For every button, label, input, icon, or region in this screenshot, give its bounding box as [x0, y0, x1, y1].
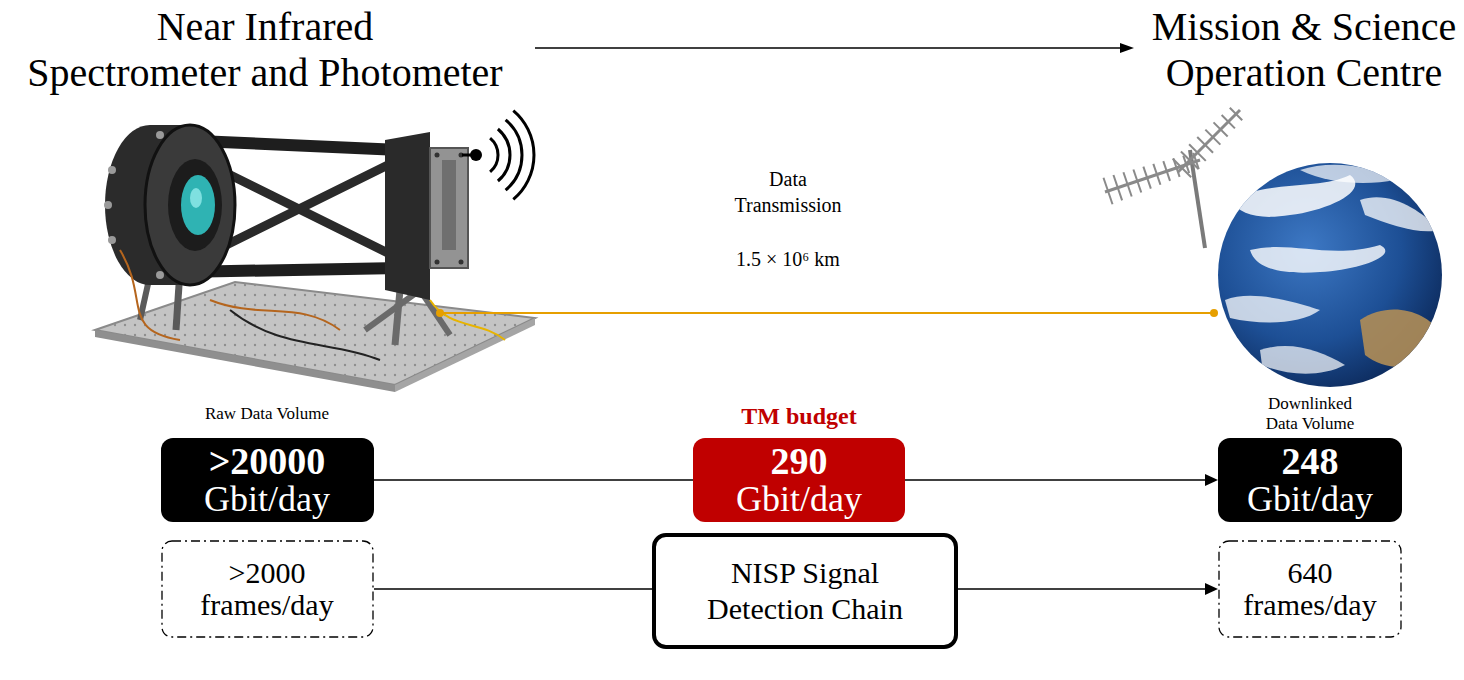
box-outline: >2000 frames/day [161, 540, 374, 638]
dash-dot-outline [1219, 541, 1401, 637]
arrow-head [1205, 474, 1218, 486]
value-number: 290 [771, 442, 828, 480]
connector-line [374, 479, 694, 481]
flow-arrow [535, 43, 1134, 53]
text-label: Data Transmission [734, 168, 841, 216]
process-box: NISP Signal Detection Chain [652, 533, 958, 649]
box-outline: 248Gbit/day [1218, 438, 1402, 522]
antenna-element [1222, 115, 1235, 128]
box-text: >2000 frames/day [192, 557, 342, 621]
antenna-element [1123, 172, 1131, 196]
volume-box: TM budget 290Gbit/day [693, 402, 905, 522]
connector [374, 480, 694, 481]
value-number: >20000 [209, 442, 326, 480]
dash-dot-outline [162, 541, 373, 637]
connector-line [958, 588, 1205, 590]
value-unit: Gbit/day [1247, 480, 1373, 518]
connector [374, 589, 653, 590]
antenna-element [1113, 175, 1122, 200]
antenna-element [1189, 144, 1206, 161]
box-heading: TM budget [741, 402, 856, 430]
box-outline: >20000Gbit/day [161, 438, 374, 522]
connector-line [374, 588, 653, 590]
antenna-illustration [1103, 108, 1242, 248]
antenna-element [1163, 161, 1170, 181]
text-label: Near Infrared Spectrometer and Photomete… [27, 4, 502, 95]
antenna-element [1205, 130, 1220, 145]
signal-waves [462, 111, 534, 200]
frame-count-box: 640 frames/day [1218, 540, 1402, 638]
connector [958, 583, 1218, 595]
text-label: 1.5 × 10⁶ km [736, 248, 840, 270]
antenna-element [1181, 152, 1199, 170]
connector-line [905, 479, 1205, 481]
label-block: Data Transmission [723, 166, 853, 218]
box-text: 640 frames/day [1235, 557, 1385, 621]
wrap-spacer [15, 4, 135, 50]
antenna-element [1173, 159, 1191, 177]
antenna-element [1103, 178, 1112, 205]
value-unit: Gbit/day [736, 480, 862, 518]
box-heading: Downlinked Data Volume [1254, 394, 1366, 434]
antenna-element [1197, 137, 1213, 153]
value-unit: Gbit/day [204, 480, 330, 518]
antenna-element [1230, 108, 1242, 120]
antenna-element [1153, 164, 1160, 185]
volume-box: Downlinked Data Volume248Gbit/day [1218, 394, 1402, 522]
box-outline: 640 frames/day [1218, 540, 1402, 638]
antenna-element [1214, 122, 1228, 136]
text-label: Mission & Science Operation Centre [1152, 4, 1456, 95]
box-text: NISP Signal Detection Chain [690, 555, 920, 627]
arrow-head [1205, 583, 1218, 595]
box-outline: 290Gbit/day [693, 438, 905, 522]
label-block: Mission & Science Operation Centre [1145, 4, 1463, 96]
connector [905, 474, 1218, 486]
wrap-spacer [395, 4, 515, 50]
value-number: 248 [1282, 442, 1339, 480]
antenna-element [1143, 167, 1150, 189]
box-heading: Raw Data Volume [205, 404, 329, 424]
label-block: 1.5 × 10⁶ km [678, 246, 898, 272]
box-outline: NISP Signal Detection Chain [652, 533, 958, 649]
frame-count-box: >2000 frames/day [161, 540, 374, 638]
volume-box: Raw Data Volume >20000Gbit/day [161, 404, 374, 522]
label-block: Near Infrared Spectrometer and Photomete… [15, 4, 515, 96]
distance-line [436, 309, 1218, 317]
earth-illustration [1218, 163, 1445, 387]
antenna-element [1133, 169, 1141, 192]
instrument-illustration [95, 125, 535, 392]
